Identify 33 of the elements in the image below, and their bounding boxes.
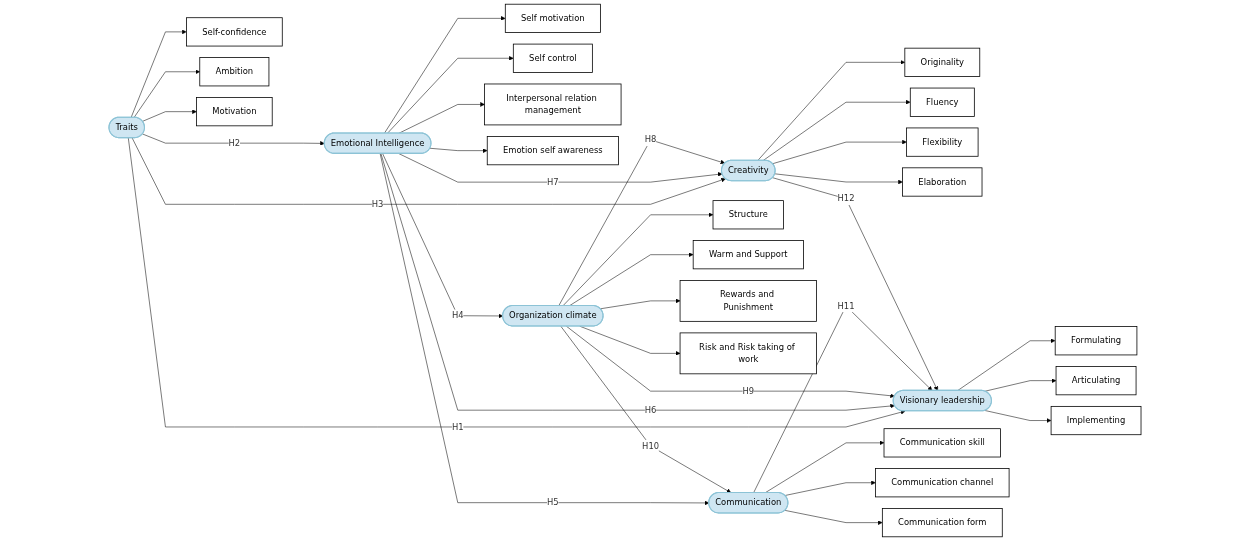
edge-label: H4	[451, 310, 464, 321]
node-box: Fluency	[909, 87, 975, 117]
node-box: Communication channel	[875, 468, 1010, 498]
node-box: Implementing	[1050, 405, 1142, 436]
edge-label: H12	[837, 193, 855, 204]
node-box: Self control	[512, 43, 593, 73]
node-box: Emotion self awareness	[486, 136, 619, 166]
edge-label: H10	[642, 440, 660, 451]
node-box: Motivation	[196, 97, 273, 127]
node-box: Originality	[904, 47, 981, 77]
node-box: Articulating	[1055, 366, 1137, 396]
edge-label: H2	[228, 137, 241, 148]
edge-label: H11	[837, 300, 855, 311]
edge-label: H9	[742, 385, 755, 396]
edge-label: H5	[547, 497, 559, 508]
edge-label: H7	[547, 176, 559, 187]
node-box: Flexibility	[906, 127, 979, 157]
node-box: Communication skill	[883, 428, 1001, 458]
node-box: Self motivation	[504, 3, 601, 33]
node-box: Risk and Risk taking of work	[679, 332, 817, 375]
node-box: Ambition	[199, 57, 270, 87]
edge-label: H3	[371, 199, 384, 210]
node-box: Rewards and Punishment	[679, 280, 817, 322]
node-box: Self-confidence	[186, 17, 283, 47]
node-box: Elaboration	[902, 167, 983, 197]
node-box: Formulating	[1054, 326, 1138, 356]
node-box: Interpersonal relation management	[484, 83, 622, 126]
node-box: Warm and Support	[692, 240, 804, 270]
edge-label: H8	[644, 134, 657, 145]
node-box: Structure	[712, 200, 784, 230]
edge-label: H6	[644, 404, 657, 415]
node-box: Communication form	[881, 508, 1003, 538]
edge-label: H1	[451, 421, 464, 432]
